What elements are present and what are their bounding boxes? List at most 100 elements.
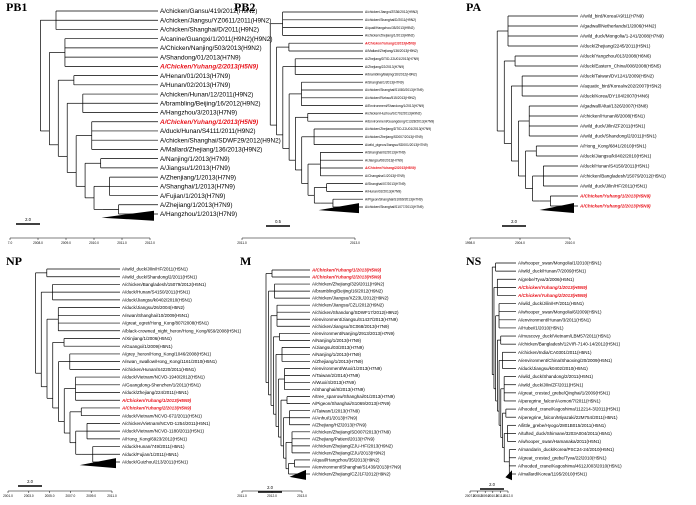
leaf-label-highlight: A/Chicken/Yuhang/1/2013(H5N9) bbox=[159, 119, 258, 126]
axis-tick-label: 2011.0 bbox=[107, 494, 117, 498]
leaf-label: A/chicken/Shanghai/S1080/2013(H7N9) bbox=[365, 88, 423, 92]
leaf-label: A/Hangzhou/1/2013(H7N9) bbox=[160, 211, 237, 218]
leaf-label: A/wild_duck/Shandong/2/2011(H5N1) bbox=[580, 134, 657, 139]
leaf-label: A/duck/Fujian/1/2011(H5N1) bbox=[122, 452, 179, 457]
leaf-label-highlight: A/Chicken/Yuhang/2/2013(H5N9) bbox=[159, 64, 258, 71]
leaf-label: A/Hong_Kong/6841/2010(H5N1) bbox=[580, 144, 647, 149]
leaf-label: A/environment/Wuxi/1/2013(H7N9) bbox=[312, 366, 382, 371]
leaf-label: A/duck/Guizhou/213/2011(H5N1) bbox=[122, 460, 188, 465]
axis-tick-label: 2008.0 bbox=[473, 494, 483, 498]
leaf-label: A/chicken/Zhejiang/CZJ1F/2012(H9N2) bbox=[312, 472, 391, 477]
leaf-label: A/chicken/Rizhao/515/2013(H9N2) bbox=[365, 96, 416, 100]
leaf-label: A/little_grebe/Hyogo/2801B015/2011(H5N1) bbox=[518, 423, 606, 428]
leaf-label: A/gadwall/Altai/1326/2007(H3N8) bbox=[580, 104, 648, 109]
leaf-label: A/great_egret/Hong_Kong/807/2008(H5N1) bbox=[122, 321, 209, 326]
leaf-label: A/chicken/Hunan/S4220/2011(H5N1) bbox=[122, 367, 196, 372]
axis-tick-label: 2009.0 bbox=[61, 241, 71, 245]
axis-tick-label: 2007.0 bbox=[465, 494, 475, 498]
leaf-label: A/wild_duck/Shandong/2/2011(H5N1) bbox=[518, 374, 593, 379]
leaf-label: A/grebe/Tyva/3/2006(H5N1) bbox=[518, 277, 575, 282]
axis-tick-label: 2012.0 bbox=[267, 494, 277, 498]
leaf-label: A/Hong_Kong/6923/2012(H5N1) bbox=[122, 436, 188, 441]
leaf-label: A/Nanjing/1/2013(H7N9) bbox=[160, 156, 230, 163]
leaf-label: A/Shanghai/8/2013(H7N9) bbox=[312, 387, 365, 392]
leaf-label: A/chicken/Huzhou/SC702/2013(H9N2) bbox=[365, 112, 421, 116]
leaf-label: A/Zhejiang/1/2013(H7N9) bbox=[160, 202, 232, 209]
leaf-label: A/swan/Shanghai/10/2009(H5N1) bbox=[122, 313, 190, 318]
axis-tick-label: 1998.0 bbox=[465, 241, 475, 245]
leaf-label: A/duck/Taiwan/DV1241/2009(H5N2) bbox=[580, 74, 654, 79]
leaf-label: A/Hunan/02/2013(H7N9) bbox=[160, 82, 230, 89]
axis-tick-label: 2011.0 bbox=[496, 494, 506, 498]
leaf-label: A/Changsha/1/2013(H7N9) bbox=[365, 174, 405, 178]
axis-tick-label: 2010.0 bbox=[565, 241, 575, 245]
panel-title-pa: PA bbox=[466, 0, 482, 14]
leaf-label: A/canine/Guangxi/1/2011(H9N2)(H9N2) bbox=[160, 36, 273, 43]
axis-tick-label: 2010.0 bbox=[488, 494, 498, 498]
leaf-label: A/chicken/India/CA0301/2011(H5N1) bbox=[518, 350, 592, 355]
leaf-label: A/hooded_crane/Kagoshima/112214-3/2011(H… bbox=[518, 407, 621, 412]
leaf-label: A/brambling/Beijing/16/2012(H9N2) bbox=[365, 73, 417, 77]
leaf-label: A/aquatic_bird/Korea/w202/2007(H5N2) bbox=[580, 84, 662, 89]
leaf-label: A/great_crested_grebe/Qinghai/1/2009(H5N… bbox=[518, 390, 611, 395]
leaf-label: A/whooper_swan/Mongolia/1/2010(H5N1) bbox=[518, 261, 602, 266]
leaf-label: A/duck/Vietnam/NCVD-1940/2012(H5N1) bbox=[122, 375, 205, 380]
axis-tick-label: 7.0 bbox=[8, 241, 13, 245]
leaf-label: A/chicken/Shanghai/SDWF29/2012(H9N2) bbox=[160, 137, 281, 144]
scale-label: 2.0 bbox=[267, 485, 273, 490]
leaf-label: A/chicken/Zhejiang/SD007/2013(H7N9) bbox=[365, 135, 423, 139]
leaf-label: A/Hangzhou/3/2013(H7N9) bbox=[160, 110, 237, 117]
leaf-label-highlight: A/Chicken/Yuhang/1/2013(H5N9) bbox=[579, 194, 651, 199]
axis-tick-label: 2013.0 bbox=[350, 241, 360, 245]
panel-title-pb1: PB1 bbox=[6, 0, 28, 14]
leaf-label: A/Nanjing/1/2013(H7N9) bbox=[312, 338, 362, 343]
leaf-label: A/chicken/Vietnam/NCVD-1254/2011(H5N1) bbox=[122, 421, 211, 426]
leaf-label: A/Zhejiang/22/2013(H7N9) bbox=[365, 65, 404, 69]
collapsed-clade bbox=[79, 458, 116, 469]
leaf-label: A/environment/China/Shaoxing/20/2009(H5N… bbox=[518, 358, 613, 363]
leaf-label: A/quail/Hangzhou/35/2013(H9N2) bbox=[365, 26, 415, 30]
leaf-label: A/Mallard/Zhejiang/136/2013(H9N2) bbox=[160, 147, 262, 154]
panel-title-pb2: PB2 bbox=[234, 0, 256, 14]
axis-tick-label: 2013.0 bbox=[297, 494, 307, 498]
leaf-label: A/chicken/Jiangsu/YZ0611/2011(H9N2) bbox=[160, 17, 271, 24]
leaf-label-highlight: A/Chicken/Yuhang/1/2013(H5N9) bbox=[364, 41, 416, 45]
leaf-label: A/peregrine_falcon/Miyazaki/22M754/2011(… bbox=[518, 415, 618, 420]
collapsed-clade bbox=[318, 203, 359, 214]
axis-tick-label: 2004.0 bbox=[515, 241, 525, 245]
leaf-label: A/chicken/Bangladesh/12VIR-7140-14/2012(… bbox=[518, 342, 621, 347]
leaf-label: A/Zhejiang/DTID-ZJU01/2013(H7N9) bbox=[365, 57, 419, 61]
panel-title-np: NP bbox=[6, 254, 22, 268]
axis-tick-label: 2001.0 bbox=[3, 494, 13, 498]
axis-tick-label: 2010.0 bbox=[89, 241, 99, 245]
leaf-label: A/muscovy_duck/Vietnam/LBM57/2011(H5N1) bbox=[518, 334, 611, 339]
leaf-label: A/duck/Hunan/S4150/2011(H5N1) bbox=[122, 290, 190, 295]
axis-tick-label: 2011.0 bbox=[237, 241, 247, 245]
leaf-label: A/duck/Jiangsu/k0402/2010(H5N1) bbox=[518, 366, 588, 371]
panel-title-m: M bbox=[240, 254, 252, 268]
leaf-label: A/Shanghai/1/2013(H7N9) bbox=[365, 80, 404, 84]
axis-tick-label: 2003.0 bbox=[24, 494, 34, 498]
leaf-label: A/wild_duck/Shandong/2/2011(H5N1) bbox=[122, 274, 197, 279]
leaf-label: A/chicken/Zhejiang/ZJU-HF/2013(H9N2) bbox=[312, 443, 393, 448]
leaf-label-highlight: A/Chicken/Yuhang/2/2013(H5N9) bbox=[517, 293, 588, 298]
leaf-label: A/gadwall/Netherlands/1/2006(H4N2) bbox=[580, 24, 657, 29]
leaf-label: A/brambling/Beijing/16/2012(H9N2) bbox=[312, 289, 383, 294]
leaf-label-highlight: A/Chicken/Yuhang/2/2013(H5N9) bbox=[579, 204, 651, 209]
leaf-label-highlight: A/Chicken/Yuhang/2/2013(H5N9) bbox=[311, 275, 382, 280]
axis-tick-label: 2005.0 bbox=[45, 494, 55, 498]
leaf-label: A/Anhui/1/2013(H7N9) bbox=[312, 415, 358, 420]
leaf-label: A/Shanghai/07/2013(H7N9) bbox=[365, 182, 406, 186]
leaf-label: A/duck/Vietnam/NCVD-672/2011(H5N1) bbox=[122, 413, 202, 418]
collapsed-clade bbox=[539, 203, 574, 213]
leaf-label: A/chicken/Zhejiang/329/2011(H9N2) bbox=[312, 282, 385, 287]
leaf-label: A/quail/Hangzhou/35/2013(H9N2) bbox=[312, 458, 380, 463]
collapsed-clade bbox=[101, 210, 154, 221]
leaf-label: A/chicken/Hunan/12/2011(H9N2) bbox=[160, 91, 253, 98]
leaf-label: A/duck/Hunan/749/2011(H5N1) bbox=[122, 444, 185, 449]
panel-title-ns: NS bbox=[466, 254, 482, 268]
leaf-label: A/environment/Nanjing/2913/2013(H7N9) bbox=[312, 331, 395, 336]
leaf-label: A/Henan/01/2013(H7N9) bbox=[160, 73, 230, 80]
